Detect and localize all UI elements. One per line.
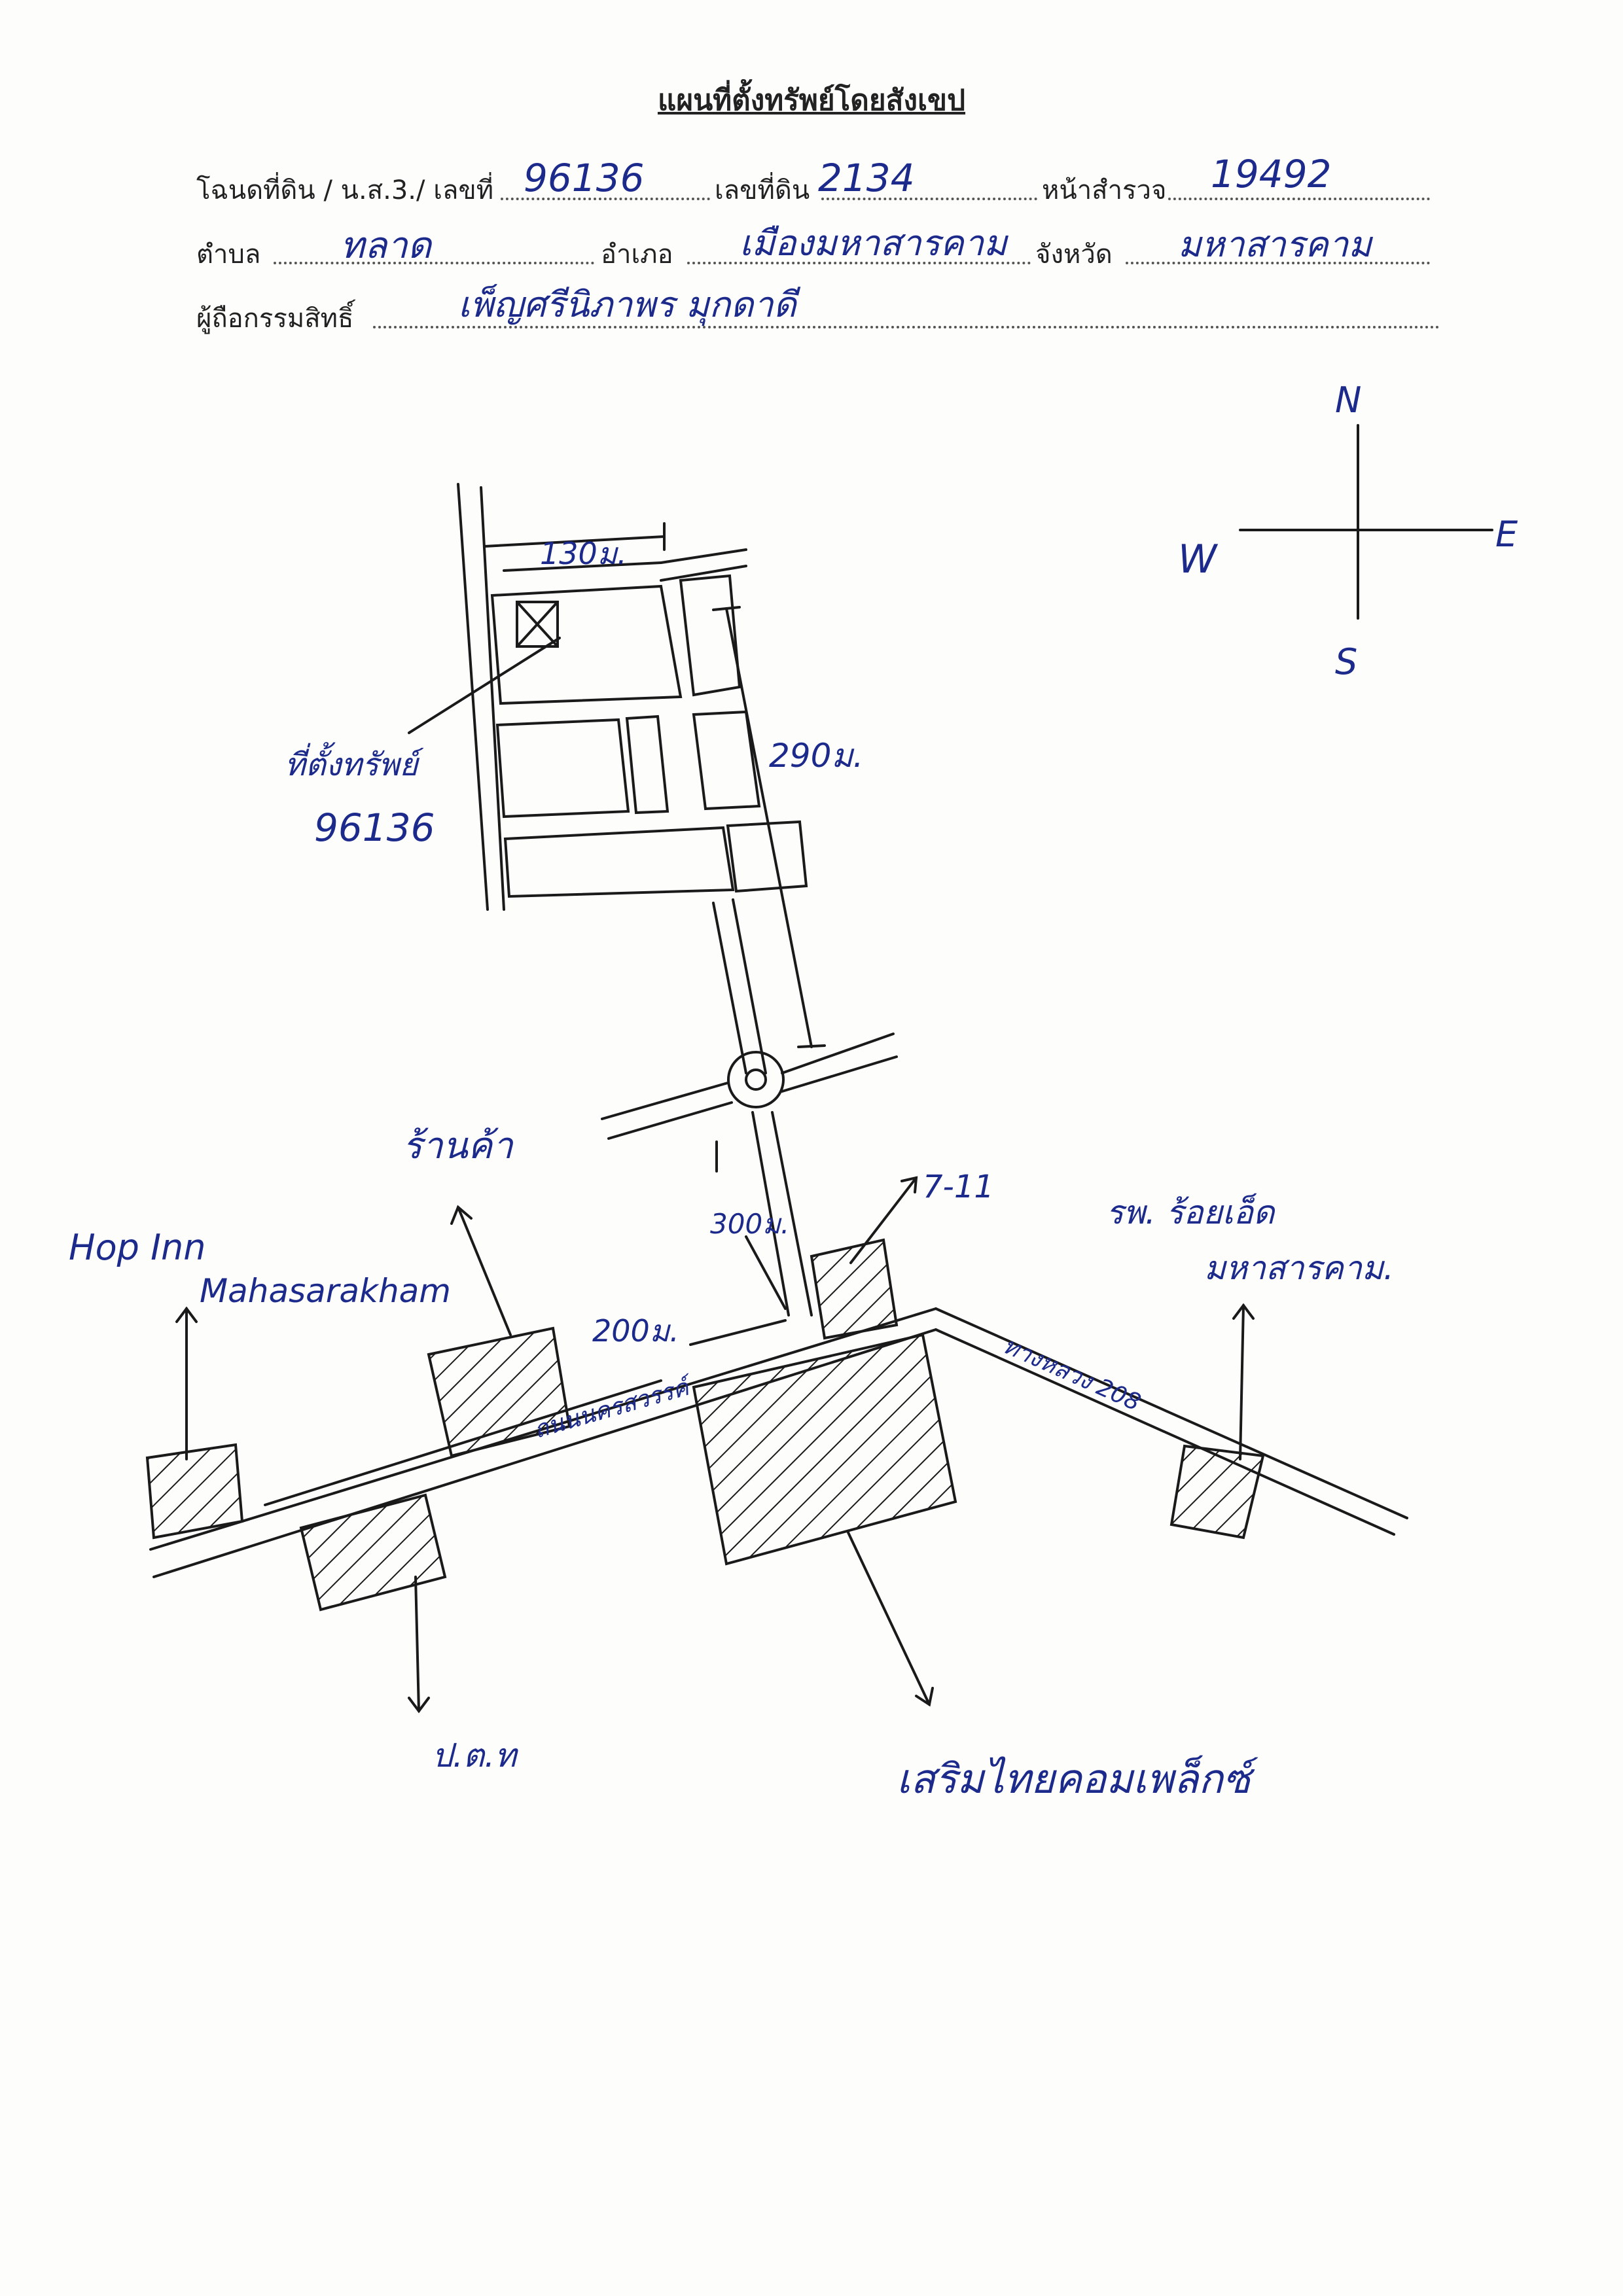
deed-no-line [501,198,710,200]
district-label: อำเภอ [601,239,673,270]
building-hotel [692,1333,957,1566]
dim-mid-label: 300ม. [710,1208,789,1240]
arrow-shop [457,1206,512,1336]
land-no-label: เลขที่ดิน [715,175,810,205]
block-lower [503,826,735,898]
dim-top-label: 130ม. [540,536,627,571]
deed-no-value: 96136 [524,156,645,200]
dim-top-line [483,535,666,548]
poi-hospital-line1: รพ. ร้อยเอ็ด [1106,1193,1276,1231]
arrow-ptt-head [408,1697,430,1714]
building-hospital [1169,1444,1265,1540]
arrow-hospital [1239,1304,1245,1460]
road-center-south-w [751,1111,790,1316]
cross-road-west-2 [607,1101,733,1140]
compass-east: E [1495,514,1518,555]
subdistrict-value: ทลาด [340,224,432,267]
parcel-marker [516,601,559,648]
compass-south: S [1335,641,1357,682]
arrow-seven [849,1176,918,1264]
parcel-number: 96136 [314,805,435,850]
dim-road-label: 200ม. [592,1313,679,1349]
survey-page-value: 19492 [1211,152,1332,196]
roundabout-inner [745,1069,767,1091]
poi-seven-label: 7-11 [923,1169,994,1205]
road-center-south-e [771,1111,813,1316]
east-road-label: ทางหลวง 208 [999,1332,1144,1417]
poi-ptt-label: ป.ต.ท [432,1737,519,1775]
district-line [687,262,1031,264]
arrow-shop-head [450,1205,473,1225]
survey-page-label: หน้าสำรวจ [1042,175,1167,205]
cross-road-east-2 [781,1055,898,1093]
dim-side-label: 290ม. [769,737,863,775]
cross-road-west-1 [601,1082,729,1120]
arrow-hopinn-head [175,1306,198,1323]
block-mid-left [495,718,630,819]
page-title: แผนที่ตั้งทรัพย์โดยสังเขป [657,84,966,117]
east-road-south-edge [935,1328,1395,1536]
land-no-value: 2134 [818,156,915,200]
arrow-hotel-head [915,1687,934,1707]
block-lower-right [726,820,808,893]
dim-road-arrow [689,1319,787,1346]
arrow-hospital-head [1232,1303,1255,1320]
road-top-upper [660,548,747,564]
compass [1239,424,1493,620]
road-top-lower [503,561,662,572]
road-top-upper-2 [660,565,747,582]
dim-mid-line [745,1235,787,1310]
arrow-ptt [414,1576,420,1712]
roundabout-outer [727,1051,785,1108]
land-no-line [821,198,1037,200]
arrow-seven-head [901,1176,918,1193]
province-line [1126,262,1430,264]
block-parcel [490,584,683,705]
block-ne [679,574,741,697]
parcel-marker-x2 [516,601,559,648]
road-center-east [732,898,767,1074]
road-west-edge [457,483,489,911]
poi-shop-label: ร้านค้า [402,1125,514,1167]
compass-north: N [1335,380,1361,421]
province-value: มหาสารคาม [1178,224,1372,265]
deed-label: โฉนดที่ดิน / น.ส.3./ เลขที่ [196,175,494,205]
subdistrict-label: ตำบล [196,239,261,270]
building-seven [810,1238,899,1340]
block-mid-right [692,710,761,811]
east-road-north-edge [935,1307,1408,1519]
survey-page-line [1168,198,1430,200]
district-value: เมืองมหาสารคาม [740,222,1007,264]
owner-label: ผู้ถือกรรมสิทธิ์ [196,304,354,334]
parcel-label: ที่ตั้งทรัพย์ [285,742,423,783]
parcel-pointer [408,637,561,734]
poi-hotel-label: เสริมไทยคอมเพล็กซ์ [897,1755,1258,1803]
subdistrict-line [274,262,594,264]
cross-road-east-1 [781,1033,895,1074]
building-hopinn [145,1443,244,1540]
poi-hopinn-line2: Mahasarakham [200,1272,451,1310]
road-center-west [712,902,747,1074]
road-west-inner [480,486,505,911]
building-ptt [299,1493,447,1612]
dim-side-tick-bottom [797,1044,826,1048]
block-mid-narrow [625,715,669,815]
poi-hospital-line2: มหาสารคาม. [1204,1249,1394,1287]
dim-side-tick-top [712,606,741,611]
dim-side-line [725,607,813,1048]
province-label: จังหวัด [1035,239,1113,270]
building-shop [427,1326,571,1458]
arrow-hotel [846,1530,931,1706]
compass-west: W [1178,537,1219,582]
owner-value: เพ็ญศรีนิภาพร มุกดาดี [458,284,796,325]
owner-line [373,326,1440,328]
poi-hopinn-line1: Hop Inn [69,1227,205,1268]
